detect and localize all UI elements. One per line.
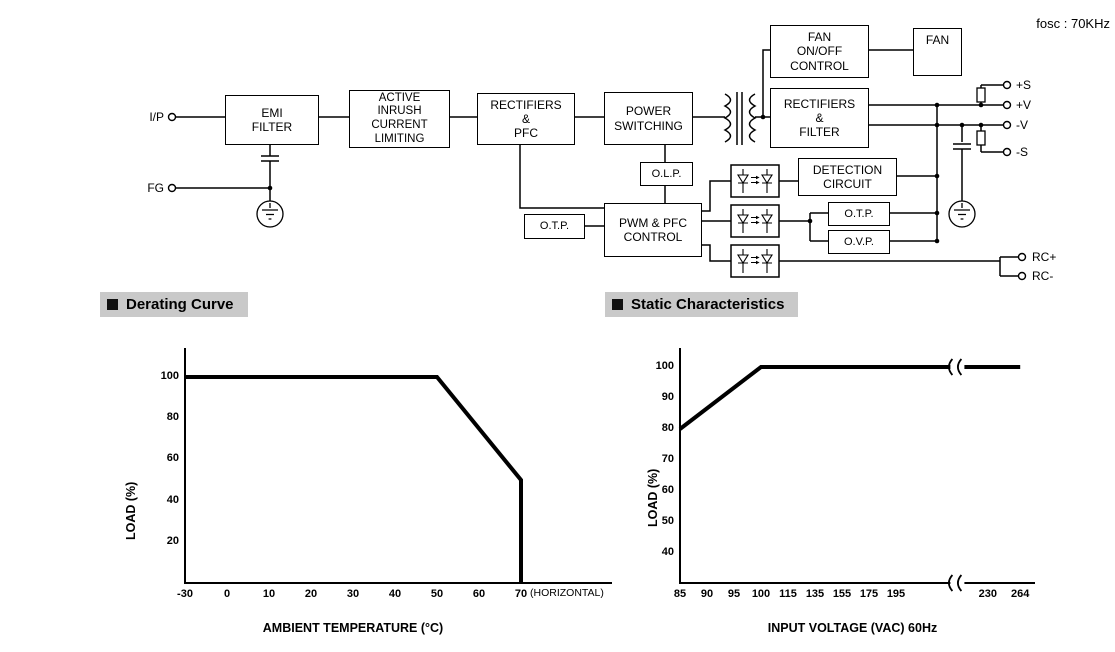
x-tick-label: 115 — [779, 588, 797, 600]
terminal-plus-v-label: +V — [1016, 98, 1032, 112]
power-switching-box: POWER SWITCHING — [604, 92, 693, 145]
section-bullet-icon — [107, 299, 118, 310]
terminal-plus-s-label: +S — [1016, 78, 1032, 92]
pwm-pfc-control-box: PWM & PFC CONTROL — [604, 203, 702, 257]
section-static-characteristics: Static Characteristics — [605, 292, 799, 317]
transformer-core — [736, 92, 743, 145]
y-tick-label: 20 — [166, 534, 179, 547]
junction-dots — [267, 102, 984, 244]
axis-break-icon — [948, 574, 963, 592]
sense-resistors — [976, 87, 986, 146]
rectifiers-pfc-box: RECTIFIERS & PFC — [477, 93, 575, 145]
optocoupler-icon — [730, 164, 780, 198]
x-tick-label: 90 — [700, 588, 714, 600]
x-tick-label: 10 — [262, 588, 276, 600]
x-tick-label: 195 — [886, 588, 906, 600]
inrush-limiting-box: ACTIVE INRUSH CURRENT LIMITING — [349, 90, 450, 148]
x-tick-label: 135 — [805, 588, 825, 600]
resistor-plus-s — [976, 87, 986, 103]
y-tick-label: 100 — [655, 360, 674, 372]
section-title: Derating Curve — [126, 296, 234, 313]
y-tick-label: 80 — [166, 411, 179, 424]
horizontal-note: (HORIZONTAL) — [530, 587, 604, 599]
x-tick-label: 40 — [388, 588, 402, 600]
section-bullet-icon — [612, 299, 623, 310]
resistor-minus-s — [976, 130, 986, 146]
y-tick-label: 50 — [661, 515, 674, 527]
x-tick-label: 60 — [472, 588, 486, 600]
axes-line — [679, 348, 1035, 584]
otp-left-box: O.T.P. — [524, 214, 585, 239]
rectifiers-filter-box: RECTIFIERS & FILTER — [770, 88, 869, 148]
fan-control-box: FAN ON/OFF CONTROL — [770, 25, 869, 78]
olp-box: O.L.P. — [640, 162, 693, 186]
emi-filter-box: EMI FILTER — [225, 95, 319, 145]
y-tick-label: 40 — [166, 493, 179, 506]
earth-ground-icon — [256, 200, 284, 228]
ovp-box: O.V.P. — [828, 230, 890, 254]
axes-line — [184, 348, 612, 584]
x-tick-label: 264 — [1011, 588, 1030, 600]
y-tick-label: 60 — [166, 452, 179, 465]
derating-ylabel: LOAD (%) — [124, 481, 138, 540]
terminal-minus-v-label: -V — [1016, 118, 1028, 132]
x-tick-label: 175 — [859, 588, 879, 600]
fosc-label: fosc : 70KHz — [1036, 16, 1110, 31]
derating-xlabel: AMBIENT TEMPERATURE (°C) — [262, 621, 444, 635]
y-tick-label: 40 — [661, 546, 674, 558]
x-tick-label: 30 — [346, 588, 360, 600]
x-tick-label: 70 — [514, 588, 528, 600]
terminal-fg-label: FG — [147, 181, 164, 195]
section-title: Static Characteristics — [631, 296, 785, 313]
x-tick-label: 50 — [430, 588, 444, 600]
series-line — [185, 375, 523, 583]
transformer-primary-coil — [723, 93, 732, 143]
static-xlabel: INPUT VOLTAGE (VAC) 60Hz — [767, 621, 938, 635]
y-tick-label: 70 — [661, 453, 674, 465]
fan-box: FAN — [913, 28, 962, 76]
transformer-secondary-coil — [748, 93, 757, 143]
y-tick-label: 90 — [661, 391, 674, 403]
series-line — [678, 365, 1021, 431]
detection-circuit-box: DETECTION CIRCUIT — [798, 158, 897, 196]
terminal-circles — [167, 80, 1027, 281]
axis-break-icon — [948, 358, 963, 376]
y-tick-label: 60 — [661, 484, 674, 496]
terminal-minus-s-label: -S — [1016, 145, 1028, 159]
terminal-ip-label: I/P — [149, 110, 164, 124]
x-tick-label: 230 — [978, 588, 997, 600]
x-tick-label: 100 — [751, 588, 771, 600]
terminal-rc-plus-label: RC+ — [1032, 250, 1057, 264]
x-tick-label: 95 — [727, 588, 741, 600]
y-tick-label: 80 — [661, 422, 674, 434]
x-tick-label: 20 — [304, 588, 318, 600]
x-tick-label: 85 — [673, 588, 687, 600]
x-tick-label: 155 — [832, 588, 852, 600]
section-derating-curve: Derating Curve — [100, 292, 248, 317]
x-tick-label: 0 — [223, 588, 231, 600]
y-tick-label: 100 — [160, 370, 179, 382]
terminal-rc-minus-label: RC- — [1032, 269, 1054, 283]
x-tick-label: -30 — [177, 588, 193, 600]
otp-right-box: O.T.P. — [828, 202, 890, 226]
